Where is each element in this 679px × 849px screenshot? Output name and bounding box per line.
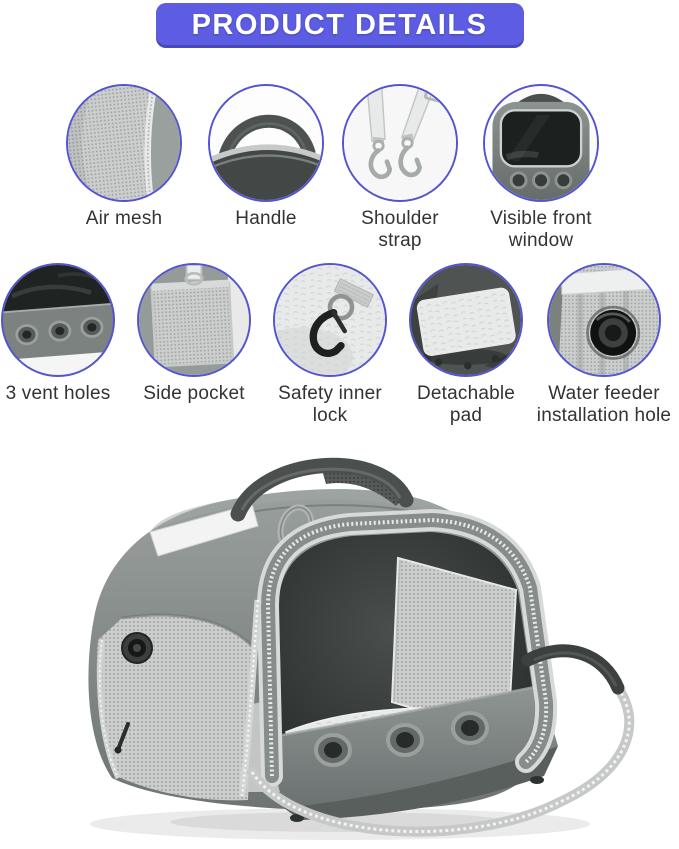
feature-safety-lock: Safety inner lock <box>260 263 400 427</box>
front-vent-grommets <box>314 711 489 767</box>
vent-holes-illustration <box>3 265 113 375</box>
carrier-side-mesh-panel <box>96 613 256 801</box>
water-feeder-hole-illustration <box>549 265 659 375</box>
feature-label: Visible front window <box>490 208 592 251</box>
carrier-handle <box>230 457 414 522</box>
feature-label: Shoulder strap <box>361 208 439 251</box>
detachable-pad-illustration <box>411 265 521 375</box>
water-feeder-grommet <box>121 632 153 664</box>
feature-label: 3 vent holes <box>5 383 111 404</box>
product-details-banner: PRODUCT DETAILS <box>155 3 524 48</box>
feature-detachable-pad: Detachable pad <box>396 263 536 427</box>
side-zipper-pull <box>114 722 130 754</box>
side-pocket-illustration <box>139 265 249 375</box>
shoulder-strap-illustration <box>344 86 456 199</box>
feature-label: Detachable pad <box>416 383 516 426</box>
pet-carrier-illustration <box>88 457 635 840</box>
feature-handle: Handle <box>196 84 336 230</box>
water-feeder-hole-photo <box>547 263 661 377</box>
front-sill <box>265 684 558 822</box>
feature-label: Water feeder installation hole <box>536 383 672 426</box>
feature-label: Air mesh <box>85 208 163 229</box>
handle-illustration <box>210 87 322 200</box>
feature-water-feeder-hole: Water feeder installation hole <box>529 263 679 427</box>
page-title: PRODUCT DETAILS <box>191 9 488 41</box>
air-mesh-illustration <box>68 86 180 200</box>
front-left-zipper <box>238 599 262 797</box>
feature-front-window: Visible front window <box>471 84 611 252</box>
feature-air-mesh: Air mesh <box>54 84 194 230</box>
safety-lock-illustration <box>275 265 385 375</box>
main-product-photo <box>0 440 679 849</box>
air-mesh-photo <box>66 84 182 202</box>
handle-photo <box>208 84 324 202</box>
front-window-photo <box>483 84 599 202</box>
feature-label: Safety inner lock <box>278 383 382 426</box>
feature-vent-holes: 3 vent holes <box>0 263 128 405</box>
shoulder-strap-photo <box>342 84 458 202</box>
open-flap-ribbon <box>247 644 635 837</box>
opening-rim-zipper <box>256 508 558 787</box>
detachable-pad-photo <box>409 263 523 377</box>
safety-lock-photo <box>273 263 387 377</box>
front-window-illustration <box>485 87 597 200</box>
reflective-strip <box>149 503 259 557</box>
feature-label: Side pocket <box>143 383 245 404</box>
side-pocket-photo <box>137 263 251 377</box>
feature-side-pocket: Side pocket <box>124 263 264 405</box>
vent-holes-photo <box>1 263 115 377</box>
feature-label: Handle <box>235 208 297 229</box>
feature-shoulder-strap: Shoulder strap <box>330 84 470 252</box>
